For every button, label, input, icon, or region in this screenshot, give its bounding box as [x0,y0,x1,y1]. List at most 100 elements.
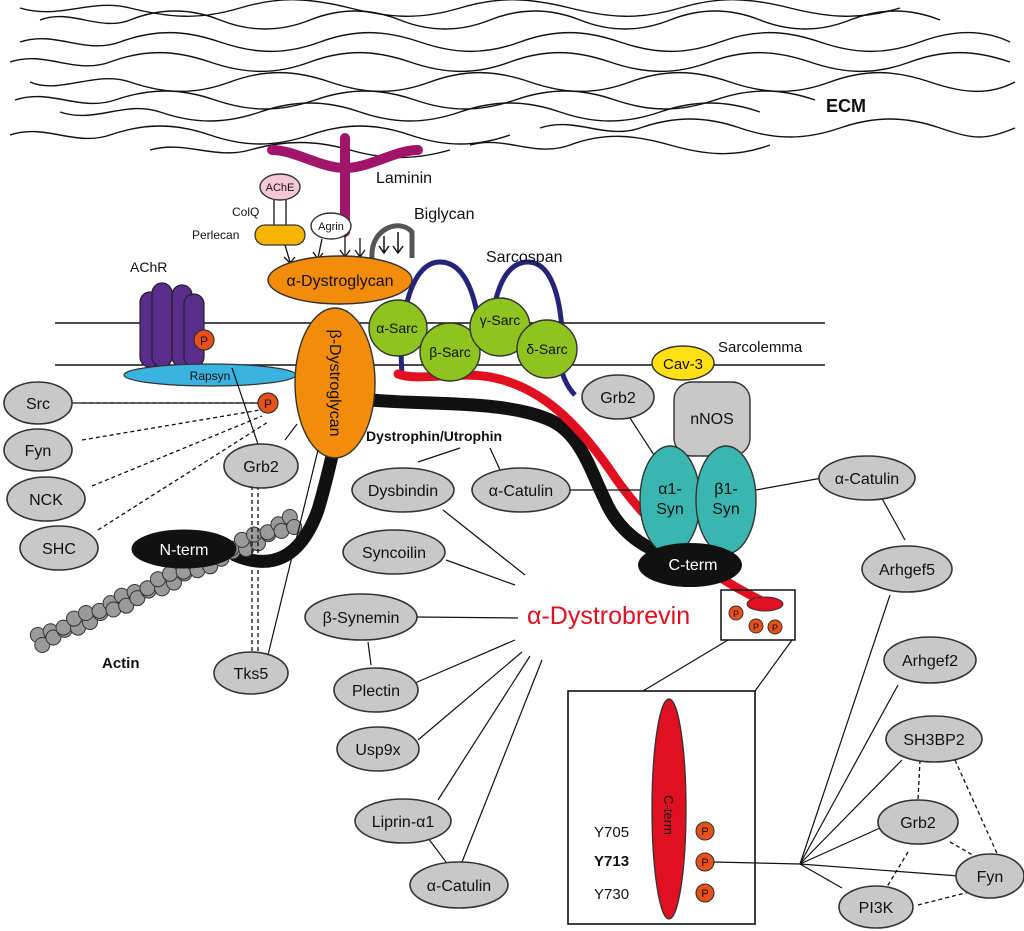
beta1-syn-node [695,445,757,555]
node-catulin-right-label: α-Catulin [835,471,899,488]
node-fyn-right: Fyn [955,853,1024,899]
node-dysbindin-label: Dysbindin [368,483,438,500]
node-catulin-center: α-Catulin [471,467,571,513]
colq-label: ColQ [232,205,259,219]
node-tks5-label: Tks5 [234,666,269,683]
actin-bead [45,629,62,646]
cav3-node [651,345,715,381]
node-shc-label: SHC [42,541,76,558]
perlecan-node [254,224,306,246]
ecm-label: ECM [826,96,866,116]
inset-c-term-node [651,698,687,920]
achr-receptor [139,282,205,368]
tail-phospho-2-label: P [753,622,759,632]
y713-phospho-label: P [701,857,708,869]
perlecan-label: Perlecan [192,228,239,242]
node-tks5: Tks5 [213,651,289,695]
node-liprin-label: Liprin-α1 [372,814,435,831]
ache-label: AChE [266,182,295,194]
node-arhgef2: Arhgef2 [883,636,977,684]
alpha-sarc-label: α-Sarc [376,320,418,336]
dystrobrevin-tail-box [720,589,796,641]
node-grb2-right-label: Grb2 [900,815,936,832]
actin-bead [78,605,94,621]
y730-phospho [695,883,715,903]
node-syncoilin: Syncoilin [342,529,446,575]
biglycan [369,223,415,259]
y705-label: Y705 [594,824,629,841]
zoom-line-right [754,639,793,692]
alpha1-syn-label-2: Syn [656,501,684,518]
node-pi3k: PI3K [838,885,914,929]
ache-node [259,173,301,201]
node-catulin-right: α-Catulin [818,455,916,501]
connector-lines [48,367,973,889]
node-src: Src [3,381,73,425]
grb2-to-alpha1-line [629,417,655,456]
perlecan-arrow [283,244,296,264]
rapsyn-label: Rapsyn [190,369,231,383]
node-sh3bp2: SH3BP2 [885,715,983,763]
alpha1-syn-label-1: α1- [658,481,681,498]
actin-bead [129,590,146,607]
biglycan-label: Biglycan [414,206,474,223]
agrin-label: Agrin [318,221,344,233]
y705-phospho [695,821,715,841]
beta-dystroglycan-label: β-Dystroglycan [326,329,343,436]
inset-c-term-label: C-term [661,795,676,835]
tail-phospho-1 [728,605,744,621]
tail-phospho-2 [748,618,764,634]
tail-phospho-3 [767,619,783,635]
laminin [267,133,423,237]
beta-dystroglycan-node [294,307,376,459]
node-nck-label: NCK [29,492,63,509]
laminin-arrow [339,235,351,259]
beta-dg-phospho-label: P [264,397,272,411]
node-src-label: Src [26,396,50,413]
grb2-top-node [581,374,655,420]
n-term-node [131,529,237,569]
tail-phospho-3-label: P [772,623,778,633]
c-term-label: C-term [669,557,718,574]
grb2-top-label: Grb2 [600,390,636,407]
actin-label: Actin [102,655,140,672]
actin-bead [162,565,178,582]
node-catulin-bottom: α-Catulin [409,861,509,909]
node-synemin-label: β-Synemin [323,610,400,627]
sarcolemma-label: Sarcolemma [718,339,803,356]
node-arhgef5-label: Arhgef5 [879,562,935,579]
agrin-node [310,212,352,240]
y705-phospho-label: P [701,826,708,838]
nnos-label: nNOS [690,411,734,428]
gamma-sarc-label: γ-Sarc [480,312,520,328]
node-sh3bp2-label: SH3BP2 [903,732,964,749]
actin-bead [34,637,51,653]
alpha-dystrobrevin-label: α-Dystrobrevin [527,602,690,630]
alpha-dystroglycan-node [267,255,413,305]
sarcospan-label: Sarcospan [486,249,563,266]
node-catulin-bottom-label: α-Catulin [427,878,491,895]
ecm-fibers [9,0,1016,159]
node-plectin-label: Plectin [352,683,400,700]
y730-phospho-label: P [701,888,708,900]
achr-phospho [193,329,215,351]
ecm-arrow [354,238,366,259]
dystrophin-label: Dystrophin/Utrophin [366,428,502,444]
node-synemin: β-Synemin [304,593,418,641]
node-fyn-left: Fyn [3,428,73,472]
node-fyn-right-label: Fyn [977,869,1004,886]
agrin-arrow [312,238,324,261]
beta-sarc-node [419,322,481,382]
c-term-node [638,543,742,587]
dystrobrevin-tail-node [746,596,784,612]
node-usp9x: Usp9x [336,726,420,772]
delta-sarc-node [516,319,578,379]
node-arhgef5: Arhgef5 [861,545,953,593]
n-term-label: N-term [160,542,209,559]
node-catulin-center-label: α-Catulin [489,483,553,500]
beta-sarc-label: β-Sarc [429,344,471,360]
node-grb2-left-label: Grb2 [243,459,279,476]
alpha1-syn-node [639,445,701,555]
alpha-sarc-node [368,299,428,357]
delta-sarc-label: δ-Sarc [526,341,567,357]
